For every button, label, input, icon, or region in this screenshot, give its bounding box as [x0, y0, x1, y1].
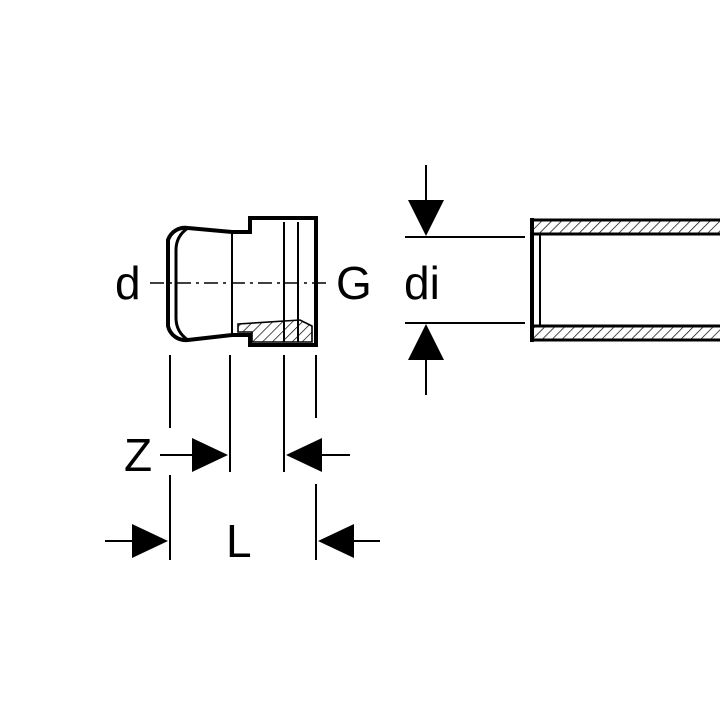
pipe-wall-bottom: [534, 326, 720, 340]
dimension-z: Z: [124, 429, 350, 481]
label-di: di: [404, 257, 440, 309]
l-arrow-right: [132, 524, 168, 558]
z-arrow-left: [286, 438, 322, 472]
hatched-section: [237, 319, 313, 343]
dimension-di: di: [404, 165, 525, 395]
fitting-body: [150, 216, 330, 347]
pipe-section: [530, 218, 720, 342]
di-arrow-up: [408, 324, 444, 360]
fitting-outline: [166, 216, 318, 347]
label-d: d: [115, 257, 141, 309]
label-l: L: [226, 515, 252, 567]
label-g: G: [336, 257, 372, 309]
press-bead: [174, 226, 189, 342]
l-arrow-left: [318, 524, 354, 558]
label-z: Z: [124, 429, 152, 481]
extension-lines: [169, 355, 317, 560]
pipe-wall-top: [534, 220, 720, 234]
z-arrow-right: [192, 438, 228, 472]
di-arrow-down: [408, 200, 444, 236]
dimension-l: L: [105, 515, 380, 567]
